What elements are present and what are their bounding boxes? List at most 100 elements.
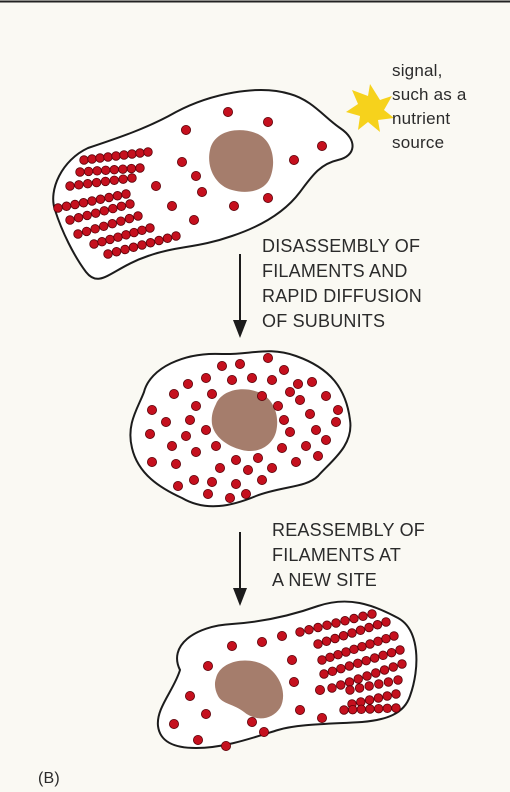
filament-subunit bbox=[305, 625, 314, 634]
free-subunit bbox=[289, 155, 298, 164]
filament-subunit bbox=[126, 200, 135, 209]
free-subunit bbox=[177, 157, 186, 166]
filament-subunit bbox=[345, 678, 354, 687]
filament-subunit bbox=[384, 678, 393, 687]
free-subunit bbox=[191, 447, 200, 456]
filament-subunit bbox=[314, 623, 323, 632]
filament-subunit bbox=[112, 247, 121, 256]
free-subunit bbox=[305, 409, 314, 418]
free-subunit bbox=[263, 193, 272, 202]
filament-subunit bbox=[398, 660, 407, 669]
free-subunit bbox=[189, 215, 198, 224]
free-subunit bbox=[321, 435, 330, 444]
filament-subunit bbox=[128, 174, 137, 183]
starburst-icon bbox=[346, 84, 394, 132]
free-subunit bbox=[183, 379, 192, 388]
panel-label: (B) bbox=[38, 766, 60, 791]
filament-subunit bbox=[75, 181, 84, 190]
filament-subunit bbox=[396, 646, 405, 655]
free-subunit bbox=[227, 375, 236, 384]
filament-subunit bbox=[318, 656, 327, 665]
filament-subunit bbox=[296, 628, 305, 637]
filament-subunit bbox=[365, 682, 374, 691]
filament-subunit bbox=[326, 653, 335, 662]
free-subunit bbox=[287, 655, 296, 664]
filament-subunit bbox=[88, 197, 97, 206]
filament-subunit bbox=[66, 182, 75, 191]
filament-subunit bbox=[136, 164, 145, 173]
free-subunit bbox=[201, 425, 210, 434]
filament-subunit bbox=[365, 696, 374, 705]
free-subunit bbox=[247, 373, 256, 382]
free-subunit bbox=[315, 685, 324, 694]
filament-subunit bbox=[358, 642, 367, 651]
free-subunit bbox=[321, 391, 330, 400]
filament-subunit bbox=[138, 241, 147, 250]
filament-subunit bbox=[366, 640, 375, 649]
filament-subunit bbox=[341, 616, 350, 625]
cell-reassembled bbox=[158, 602, 417, 751]
arrow-1 bbox=[233, 254, 247, 338]
filament-subunit bbox=[121, 245, 130, 254]
free-subunit bbox=[331, 417, 340, 426]
filament-subunit bbox=[336, 681, 345, 690]
filament-subunit bbox=[387, 648, 396, 657]
down-arrow-icon bbox=[233, 588, 247, 606]
filament-subunit bbox=[101, 177, 110, 186]
filament-subunit bbox=[79, 198, 88, 207]
free-subunit bbox=[257, 475, 266, 484]
free-subunit bbox=[277, 631, 286, 640]
filament-subunit bbox=[346, 686, 355, 695]
free-subunit bbox=[167, 441, 176, 450]
filament-subunit bbox=[66, 216, 75, 225]
free-subunit bbox=[263, 353, 272, 362]
filament-subunit bbox=[354, 675, 363, 684]
filament-subunit bbox=[328, 667, 337, 676]
signal-label: signal, such as a nutrient source bbox=[392, 59, 467, 155]
filament-subunit bbox=[314, 640, 323, 649]
filament-subunit bbox=[90, 240, 99, 249]
filament-subunit bbox=[373, 620, 382, 629]
filament-subunit bbox=[110, 165, 119, 174]
filament-subunit bbox=[163, 234, 172, 243]
free-subunit bbox=[257, 391, 266, 400]
free-subunit bbox=[169, 389, 178, 398]
filament-subunit bbox=[83, 179, 92, 188]
free-subunit bbox=[317, 141, 326, 150]
filament-subunit bbox=[91, 209, 100, 218]
free-subunit bbox=[181, 125, 190, 134]
free-subunit bbox=[181, 431, 190, 440]
filament-subunit bbox=[323, 621, 332, 630]
filament-subunit bbox=[99, 222, 108, 231]
filament-subunit bbox=[357, 705, 366, 714]
free-subunit bbox=[203, 489, 212, 498]
filament-subunit bbox=[382, 618, 391, 627]
filament-subunit bbox=[383, 704, 392, 713]
filament-subunit bbox=[104, 153, 113, 162]
free-subunit bbox=[279, 415, 288, 424]
free-subunit bbox=[185, 415, 194, 424]
filament-subunit bbox=[96, 195, 105, 204]
free-subunit bbox=[225, 493, 234, 502]
filament-subunit bbox=[138, 226, 147, 235]
free-subunit bbox=[277, 443, 286, 452]
filament-subunit bbox=[104, 250, 113, 259]
free-subunit bbox=[243, 465, 252, 474]
filament-subunit bbox=[120, 151, 129, 160]
filament-subunit bbox=[368, 610, 377, 619]
filament-subunit bbox=[380, 666, 389, 675]
free-subunit bbox=[293, 379, 302, 388]
filament-subunit bbox=[114, 233, 123, 242]
filament-subunit bbox=[374, 694, 383, 703]
filament-subunit bbox=[71, 200, 80, 209]
filament-subunit bbox=[129, 243, 138, 252]
free-subunit bbox=[241, 489, 250, 498]
filament-subunit bbox=[106, 235, 115, 244]
filament-subunit bbox=[375, 680, 384, 689]
free-subunit bbox=[221, 741, 230, 750]
free-subunit bbox=[197, 187, 206, 196]
free-subunit bbox=[317, 713, 326, 722]
free-subunit bbox=[147, 405, 156, 414]
free-subunit bbox=[191, 401, 200, 410]
free-subunit bbox=[267, 375, 276, 384]
